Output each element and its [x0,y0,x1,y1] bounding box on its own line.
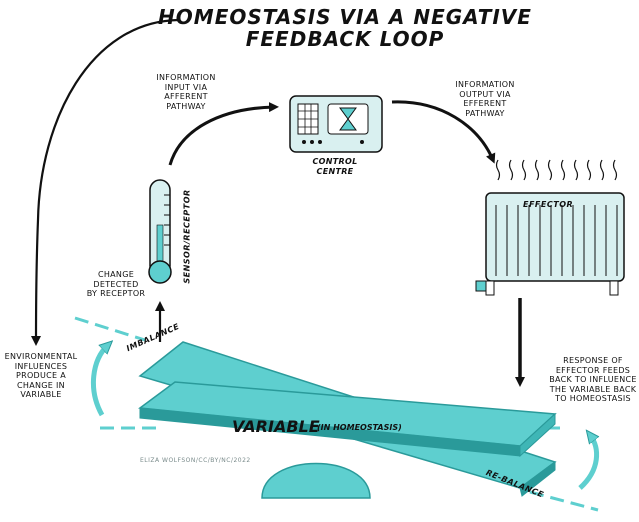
title-line-1: HOMEOSTASIS VIA A NEGATIVE [158,5,532,29]
feedback-loop-arrow [31,18,179,346]
environmental-line-3: PRODUCE A [15,371,67,380]
control-centre-line-1: CONTROL [312,157,358,166]
change-detected-line-2: DETECTED [93,279,139,289]
change-detected-label: CHANGE DETECTED BY RECEPTOR [77,270,155,299]
variable-sublabel: (IN HOMEOSTASIS) [317,423,402,432]
response-line-4: THE VARIABLE BACK [549,384,637,394]
imbalance-curve-arrow [90,345,108,417]
info-output-line-3: EFFERENT [463,99,507,108]
info-input-label: INFORMATION INPUT VIA AFFERENT PATHWAY [140,73,232,111]
response-line-5: TO HOMEOSTASIS [555,394,631,403]
level-plank [137,381,557,458]
afferent-arrow [168,102,279,166]
environmental-line-5: VARIABLE [20,390,62,399]
thermometer-icon [148,179,172,284]
response-line-3: BACK TO INFLUENCE [549,375,637,384]
credit-text: ELIZA WOLFSON/CC/BY/NC/2022 [140,457,251,464]
info-output-line-4: PATHWAY [465,108,505,118]
title-line-2: FEEDBACK LOOP [245,27,445,51]
change-detected-line-1: CHANGE [97,270,135,279]
heat-waves [495,159,618,181]
effector-label: EFFECTOR [523,200,574,209]
info-output-line-1: INFORMATION [455,80,515,89]
diagram-title: HOMEOSTASIS VIA A NEGATIVE FEEDBACK LOOP [150,6,540,50]
info-input-line-2: INPUT VIA [164,82,208,92]
environmental-line-2: INFLUENCES [14,361,68,371]
change-detected-line-3: BY RECEPTOR [86,289,146,298]
variable-label: VARIABLE [232,417,320,436]
info-output-label: INFORMATION OUTPUT VIA EFFERENT PATHWAY [440,80,530,118]
imbalance-guide-left [74,316,146,342]
response-label: RESPONSE OF EFFECTOR FEEDS BACK TO INFLU… [548,356,638,404]
control-panel-icon [289,95,383,153]
response-line-2: EFFECTOR FEEDS [555,365,631,375]
response-line-1: RESPONSE OF [563,356,623,365]
efferent-arrow [391,100,496,164]
control-centre-label: CONTROL CENTRE [300,157,370,176]
environmental-label: ENVIRONMENTAL INFLUENCES PRODUCE A CHANG… [2,352,80,400]
environmental-line-1: ENVIRONMENTAL [4,352,78,361]
radiator-icon [475,159,625,296]
info-input-line-1: INFORMATION [156,73,216,82]
control-centre-line-2: CENTRE [316,166,354,176]
info-input-line-3: AFFERENT [164,92,208,101]
environmental-line-4: CHANGE IN [17,380,65,390]
rebalance-curve-arrow [578,435,597,490]
info-output-line-2: OUTPUT VIA [459,89,511,99]
sensor-label: SENSOR/RECEPTOR [182,189,192,284]
rebalance-guide-right [529,490,599,512]
seesaw-fulcrum [261,462,371,499]
info-input-line-4: PATHWAY [166,101,206,111]
